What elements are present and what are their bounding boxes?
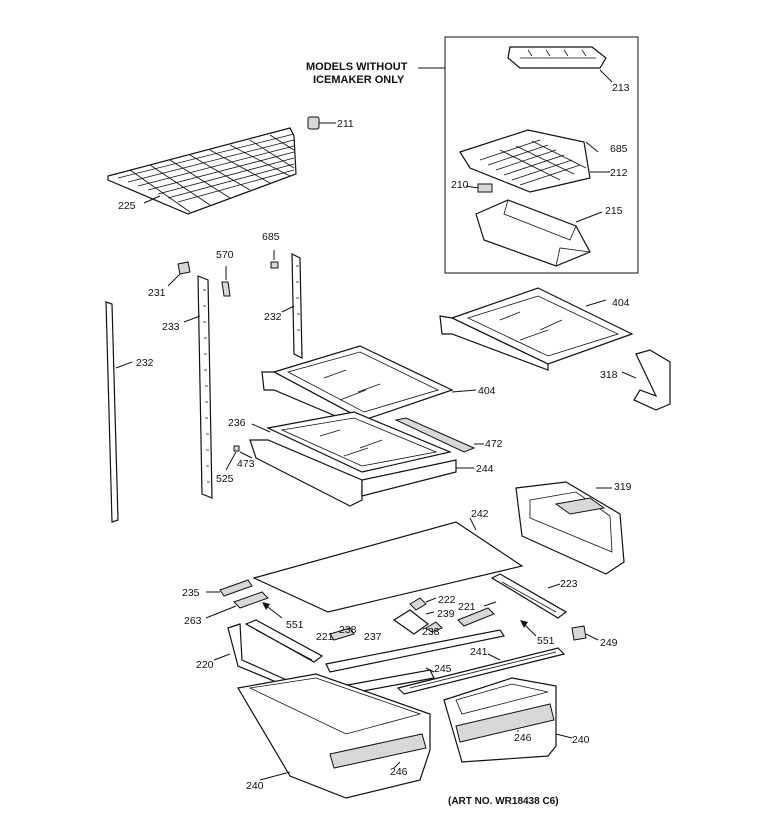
part-label-p223: 223 [560, 578, 578, 590]
part-label-p685a: 685 [610, 143, 628, 155]
ice-rack-part[interactable] [459, 129, 610, 193]
part-label-p233: 233 [162, 321, 180, 333]
bracket-239-part[interactable] [392, 609, 435, 635]
arrow-551-right [520, 620, 537, 637]
rail-232-upper-part[interactable] [281, 253, 303, 359]
rail-237-part[interactable] [325, 629, 505, 673]
part-label-p213: 213 [612, 82, 630, 94]
part-label-p238b: 238 [422, 626, 440, 638]
ice-bucket-part[interactable] [475, 199, 603, 267]
part-label-p211: 211 [337, 118, 354, 130]
part-label-p240b: 240 [246, 780, 264, 792]
clip-221-upper-part[interactable] [457, 601, 497, 627]
screw-473-part[interactable] [233, 445, 253, 459]
bracket-318-part[interactable] [621, 349, 671, 411]
art-number: (ART NO. WR18438 C6) [448, 796, 559, 807]
part-label-p222: 222 [438, 594, 456, 606]
part-label-p245: 245 [434, 663, 452, 675]
leader-525 [225, 451, 237, 471]
ladder-233-part[interactable] [183, 275, 213, 499]
shelf-bumper-part[interactable] [307, 116, 336, 130]
part-label-p215: 215 [605, 205, 623, 217]
part-label-p240a: 240 [572, 734, 590, 746]
end-cap-235-part[interactable] [206, 579, 253, 597]
left-rail-232-part[interactable] [105, 301, 133, 523]
part-label-p246b: 246 [390, 766, 408, 778]
part-label-p231: 231 [148, 287, 166, 299]
part-label-p221b: 221 [316, 631, 334, 643]
part-label-p319: 319 [614, 481, 632, 493]
part-label-p232a: 232 [136, 357, 154, 369]
glass-cover-242-part[interactable] [252, 517, 524, 613]
part-label-p221a: 221 [458, 601, 476, 613]
part-label-p220: 220 [196, 659, 214, 671]
clip-249-part[interactable] [571, 625, 599, 641]
screw-685-part[interactable] [270, 250, 279, 269]
part-label-p472: 472 [485, 438, 503, 450]
inset-header-line1: MODELS WITHOUT [306, 61, 408, 73]
part-labels: 213 685 212 210 215 211 225 685 570 231 232 233 232 4… [118, 82, 632, 792]
part-label-p404a: 404 [612, 297, 630, 309]
part-label-p242: 242 [471, 508, 489, 520]
clip-238-left-part[interactable] [329, 627, 355, 641]
glass-shelf-right-part[interactable] [439, 287, 634, 371]
end-cap-263-part[interactable] [205, 591, 269, 619]
drawer-frame-319-part[interactable] [515, 481, 625, 575]
clip-222-part[interactable] [409, 597, 437, 611]
part-label-p246a: 246 [514, 732, 532, 744]
arrow-551-left [262, 602, 283, 619]
crisper-drawer-left-part[interactable] [237, 673, 431, 799]
inset-header-line2: ICEMAKER ONLY [313, 74, 405, 86]
part-label-p249: 249 [600, 637, 618, 649]
part-label-p551b: 551 [537, 635, 555, 647]
sliding-shelf-part[interactable] [249, 411, 484, 507]
wire-shelf-part[interactable] [107, 127, 297, 215]
rail-221-lower-part[interactable] [244, 619, 324, 663]
part-label-p318: 318 [600, 369, 618, 381]
clip-238-right-part[interactable] [425, 621, 443, 633]
part-label-p232b: 232 [264, 311, 282, 323]
part-label-p525: 525 [216, 473, 234, 485]
part-label-p237: 237 [364, 631, 382, 643]
part-label-p570: 570 [216, 249, 234, 261]
part-label-p238a: 238 [339, 624, 357, 636]
part-label-p244: 244 [476, 463, 494, 475]
part-label-p212: 212 [610, 167, 628, 179]
part-label-p473: 473 [237, 458, 255, 470]
part-label-p263: 263 [184, 615, 202, 627]
part-label-p551a: 551 [286, 619, 304, 631]
rail-223-part[interactable] [490, 573, 568, 619]
part-label-p685b: 685 [262, 231, 280, 243]
part-label-p404b: 404 [478, 385, 496, 397]
part-label-p225: 225 [118, 200, 136, 212]
part-label-p236: 236 [228, 417, 246, 429]
screw-570-part[interactable] [221, 266, 231, 297]
crisper-drawer-right-part[interactable] [443, 677, 573, 763]
screw-210-part[interactable] [465, 183, 493, 193]
part-label-p239: 239 [437, 608, 455, 620]
part-label-p210: 210 [451, 179, 469, 191]
part-label-p235: 235 [182, 587, 200, 599]
clip-231-part[interactable] [167, 261, 191, 287]
glass-shelf-center-part[interactable] [261, 345, 477, 429]
rail-241-part[interactable] [396, 647, 566, 695]
inset-box [418, 36, 639, 274]
ice-tray-cover-part[interactable] [507, 46, 613, 83]
part-label-p241: 241 [470, 646, 488, 658]
